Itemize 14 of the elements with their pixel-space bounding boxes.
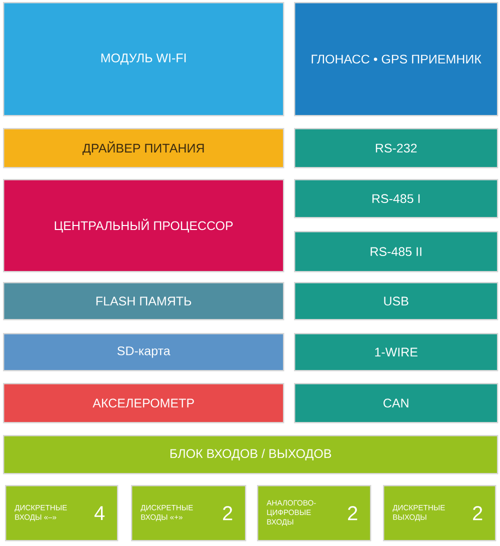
module-box: RS-232 bbox=[294, 128, 498, 168]
module-box: SD-карта bbox=[3, 333, 284, 372]
module-box: FLASH ПАМЯТЬ bbox=[3, 282, 284, 320]
module-box: БЛОК ВХОДОВ / ВЫХОДОВ bbox=[3, 435, 498, 474]
module-box: МОДУЛЬ WI-FI bbox=[3, 2, 284, 116]
module-box: ЦЕНТРАЛЬНЫЙ ПРОЦЕССОР bbox=[3, 179, 284, 272]
module-box: 1-WIRE bbox=[294, 333, 498, 372]
module-box: RS-485 I bbox=[294, 179, 498, 218]
module-box: АКСЕЛЕРОМЕТР bbox=[3, 383, 284, 424]
module-box: USB bbox=[294, 282, 498, 320]
module-box: ГЛОНАСС • GPS ПРИЕМНИК bbox=[294, 2, 498, 116]
module-box: ДРАЙВЕР ПИТАНИЯ bbox=[3, 128, 284, 168]
module-box: CAN bbox=[294, 383, 498, 424]
module-box: RS-485 II bbox=[294, 231, 498, 272]
